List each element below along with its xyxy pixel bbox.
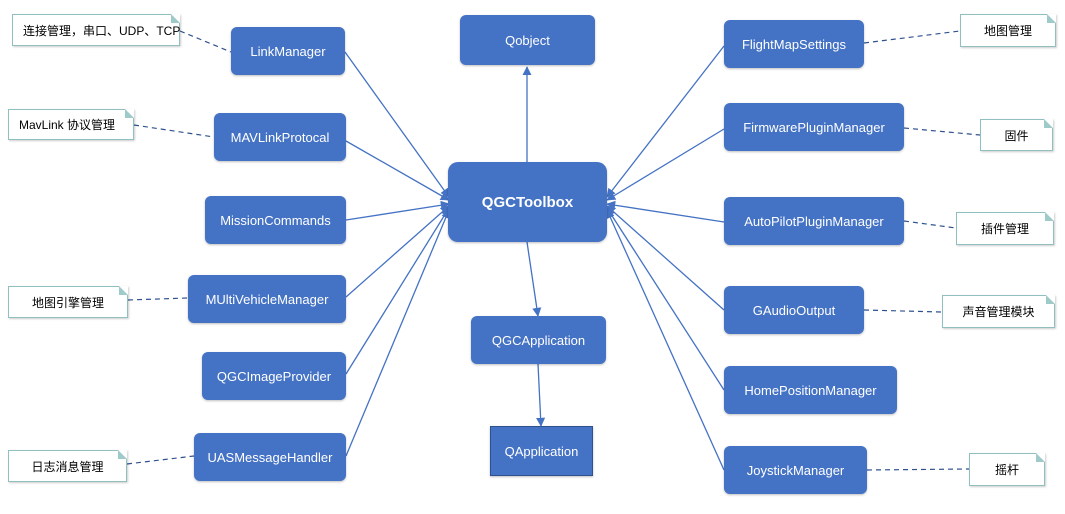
arrow-homeposition-to-hub <box>606 207 725 391</box>
gaudio-note: 声音管理模块 <box>942 295 1055 328</box>
qgcapplication-node[interactable]: QGCApplication <box>471 316 606 364</box>
arrow-flightmap-to-hub <box>606 45 725 198</box>
arrow-mavlink-to-hub <box>345 140 450 201</box>
leader-autopilot-note <box>903 220 957 229</box>
missioncommands-node[interactable]: MissionCommands <box>205 196 346 244</box>
leader-uasmessage-note <box>126 455 195 465</box>
arrow-qgcapplication-to-qapplication <box>536 363 546 427</box>
linkmanager-note: 连接管理，串口、UDP、TCP <box>12 14 180 46</box>
qgctoolbox-hub-node[interactable]: QGCToolbox <box>448 162 607 242</box>
leader-joystick-note <box>866 468 970 471</box>
mavlink-note: MavLink 协议管理 <box>8 109 134 140</box>
qgcimageprovider-node[interactable]: QGCImageProvider <box>202 352 346 400</box>
qobject-node[interactable]: Qobject <box>460 15 595 65</box>
arrow-imageprovider-to-hub <box>345 207 450 375</box>
arrow-linkmanager-to-hub <box>344 51 450 198</box>
linkmanager-node[interactable]: LinkManager <box>231 27 345 75</box>
arrow-hub-to-qgcapplication <box>526 241 542 317</box>
autopilot-note: 插件管理 <box>956 212 1054 245</box>
arrow-autopilot-to-hub <box>606 200 725 223</box>
qapplication-node[interactable]: QApplication <box>490 426 593 476</box>
arrow-joystick-to-hub <box>606 209 725 471</box>
flightmapsettings-node[interactable]: FlightMapSettings <box>724 20 864 68</box>
arrow-gaudio-to-hub <box>606 205 725 311</box>
gaudiooutput-node[interactable]: GAudioOutput <box>724 286 864 334</box>
mavlinkprotocal-node[interactable]: MAVLinkProtocal <box>214 113 346 161</box>
multivehiclemanager-node[interactable]: MUltiVehicleManager <box>188 275 346 323</box>
firmwarepluginmanager-node[interactable]: FirmwarePluginManager <box>724 103 904 151</box>
uasmessagehandler-node[interactable]: UASMessageHandler <box>194 433 346 481</box>
firmware-note: 固件 <box>980 119 1053 151</box>
arrow-missioncommands-to-hub <box>345 200 450 221</box>
leader-flightmap-note <box>863 30 961 44</box>
arrow-firmware-to-hub <box>606 128 725 201</box>
joystick-note: 摇杆 <box>969 453 1045 486</box>
joystickmanager-node[interactable]: JoystickManager <box>724 446 867 494</box>
leader-mavlink-note <box>133 124 215 138</box>
arrow-multivehicle-to-hub <box>345 205 450 298</box>
multivehicle-note: 地图引擎管理 <box>8 286 128 318</box>
uasmessage-note: 日志消息管理 <box>8 450 127 482</box>
leader-linkmanager-note <box>179 30 232 53</box>
autopilotpluginmanager-node[interactable]: AutoPilotPluginManager <box>724 197 904 245</box>
arrow-uasmessage-to-hub <box>345 209 451 457</box>
flightmap-note: 地图管理 <box>960 14 1056 47</box>
leader-firmware-note <box>903 127 981 136</box>
leader-multivehicle-note <box>127 297 189 301</box>
leader-gaudio-note <box>863 309 943 313</box>
homepositionmanager-node[interactable]: HomePositionManager <box>724 366 897 414</box>
